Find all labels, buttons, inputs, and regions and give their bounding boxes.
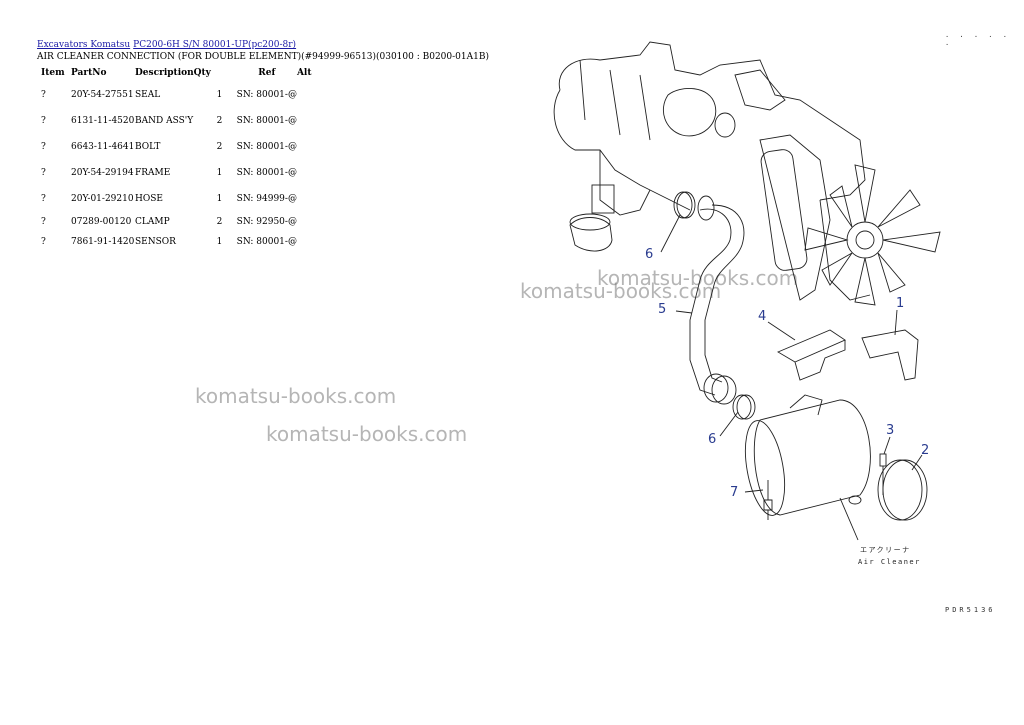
cell-description: FRAME [135,168,171,178]
cell-part-no: 20Y-54-27551 [71,90,134,100]
cell-part-no: 20Y-54-29194 [71,168,134,178]
callout-6-lower: 6 [708,432,716,447]
cell-ref: SN: 80001-@ [236,90,297,100]
callout-7: 7 [730,485,738,500]
cell-item: ? [41,194,46,204]
cell-item: ? [41,217,46,227]
callout-3: 3 [886,423,894,438]
cell-alt [297,134,327,160]
cell-description: SENSOR [135,237,176,247]
watermark: komatsu-books.com [520,279,722,303]
breadcrumb-link-excavators[interactable]: Excavators Komatsu [37,40,131,50]
cell-qty: 1 [216,237,223,247]
cell-alt [297,108,327,134]
cell-ref: SN: 80001-@ [236,142,297,152]
breadcrumb-link-model[interactable]: PC200-6H S/N 80001-UP(pc200-8r) [133,40,297,50]
cell-alt [297,186,327,212]
callout-2: 2 [921,443,929,458]
cell-part-no: 20Y-01-29210 [71,194,134,204]
page-subtitle: AIR CLEANER CONNECTION (FOR DOUBLE ELEME… [37,52,489,62]
parts-table: Item PartNo Description Qty Ref Alt ? 20Y… [37,64,327,252]
cell-ref: SN: 80001-@ [236,168,297,178]
table-header-row: Item PartNo Description Qty Ref Alt [37,64,327,82]
cell-part-no: 6643-11-4641 [71,142,135,152]
cell-item: ? [41,90,46,100]
cell-qty: 2 [216,142,223,152]
cell-part-no: 07289-00120 [71,217,132,227]
callout-4: 4 [758,309,766,324]
header-ref: Ref [258,68,276,78]
header-description: Description [135,68,194,78]
cell-qty: 1 [216,90,223,100]
header-qty: Qty [193,68,211,78]
cell-item: ? [41,237,46,247]
cell-item: ? [41,168,46,178]
cell-item: ? [41,142,46,152]
cell-alt [297,160,327,186]
air-cleaner-label-jp: エアクリーナ [860,546,911,554]
cell-description: CLAMP [135,217,170,227]
cell-alt [297,82,327,108]
callout-5: 5 [658,302,666,317]
cell-qty: 1 [216,194,223,204]
header-alt: Alt [296,68,312,78]
cell-alt [297,232,327,252]
watermark: komatsu-books.com [597,266,799,290]
cell-description: BOLT [135,142,161,152]
exploded-parts-diagram: 1 2 3 4 5 6 6 7 エアクリーナ Air Cleaner [553,41,941,566]
cell-ref: SN: 80001-@ [236,116,297,126]
watermark: komatsu-books.com [266,422,468,446]
cell-qty: 2 [216,217,223,227]
cell-ref: SN: 94999-@ [236,194,297,204]
cell-ref: SN: 92950-@ [236,217,297,227]
air-cleaner-label-en: Air Cleaner [858,558,921,566]
cell-description: HOSE [135,194,163,204]
callout-6-upper: 6 [645,247,653,262]
cell-description: SEAL [135,90,161,100]
drawing-code: PDR5136 [945,606,996,614]
header-part-no: PartNo [71,68,107,78]
cell-part-no: 7861-91-1420 [71,237,135,247]
cell-ref: SN: 80001-@ [236,237,297,247]
watermark: komatsu-books.com [195,384,397,408]
corner-code: · · · · · · [945,33,1010,49]
cell-qty: 1 [216,168,223,178]
header-item: Item [41,68,65,78]
callout-1: 1 [896,296,904,311]
cell-description: BAND ASS'Y [135,116,194,126]
cell-qty: 2 [216,116,223,126]
cell-item: ? [41,116,46,126]
cell-alt [297,212,327,232]
cell-part-no: 6131-11-4520 [71,116,135,126]
